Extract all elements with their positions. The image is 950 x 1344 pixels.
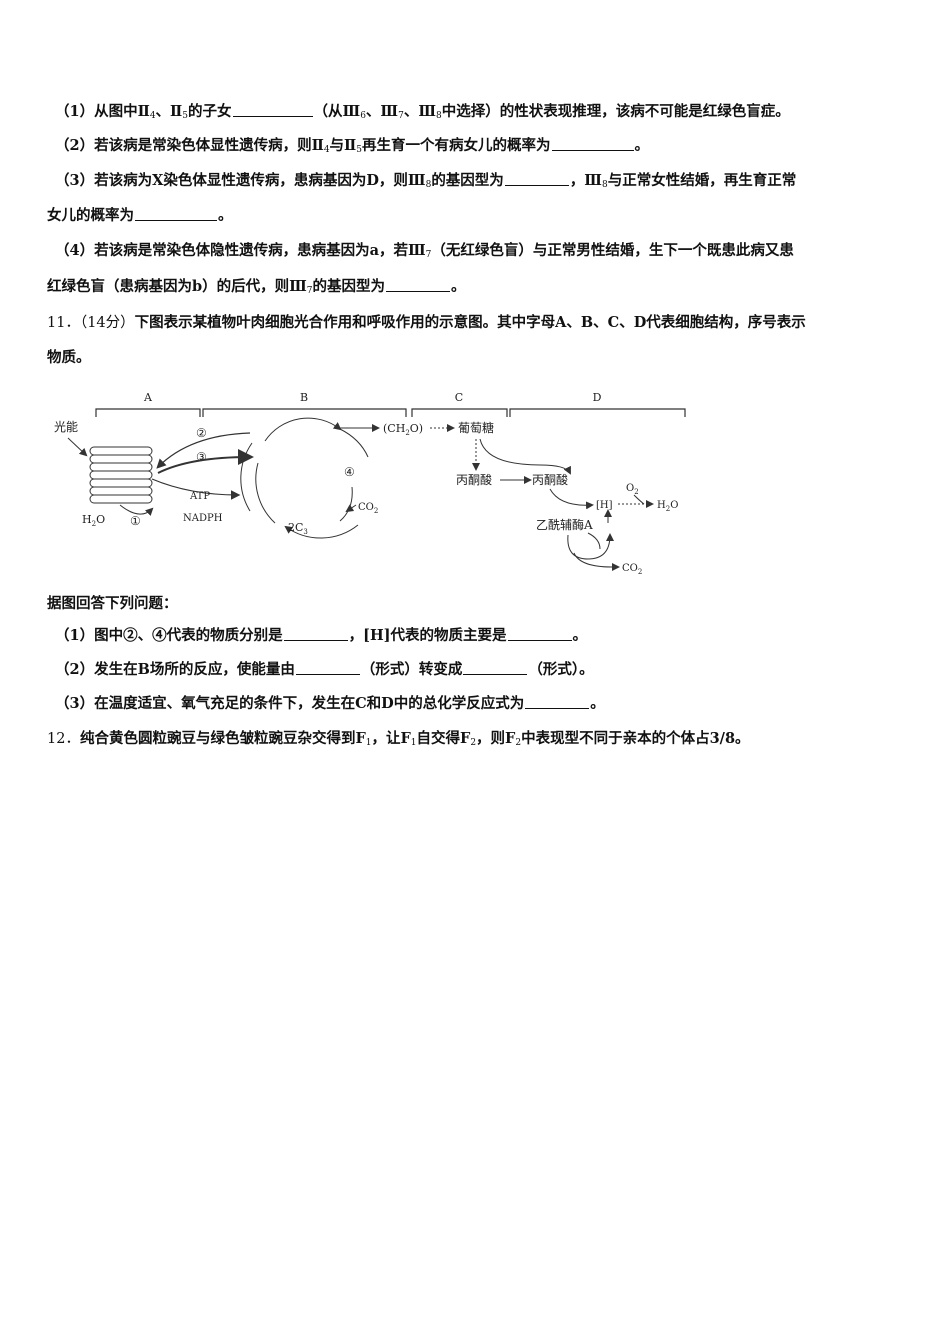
answer-blank[interactable] — [463, 661, 528, 675]
h-label: [H] — [596, 500, 613, 511]
q10-part4-cont: 红绿色盲（患病基因为b）的后代，则Ⅲ7的基因型为。 — [47, 278, 466, 296]
q10-part3: （3）若该病为X染色体显性遗传病，患病基因为D，则Ⅲ8的基因型为，Ⅲ8与正常女性… — [55, 172, 797, 190]
q10-part1: （1）从图中Ⅱ4、Ⅱ5的子女（从Ⅲ6、Ⅲ7、Ⅲ8中选择）的性状表现推理，该病不可… — [55, 103, 790, 121]
q11-part1: （1）图中②、④代表的物质分别是，[H]代表的物质主要是。 — [55, 627, 588, 644]
atp-label: ATP — [189, 491, 210, 502]
co2-product-label: CO2 — [622, 563, 642, 575]
water-product-label: H2O — [657, 500, 678, 513]
thylakoid-stack — [89, 446, 153, 504]
light-energy-label: 光能 — [54, 420, 78, 434]
answer-blank[interactable] — [507, 627, 572, 641]
q11-stem: 11．（14分）下图表示某植物叶肉细胞光合作用和呼吸作用的示意图。其中字母A、B… — [47, 314, 806, 331]
glucose-label: 葡萄糖 — [458, 420, 494, 435]
answer-blank[interactable] — [525, 695, 590, 709]
q11-part2: （2）发生在B场所的反应，使能量由（形式）转变成（形式）。 — [55, 661, 594, 678]
label-C: C — [455, 391, 463, 404]
answer-blank[interactable] — [232, 103, 313, 117]
answer-blank[interactable] — [504, 172, 569, 186]
answer-blank[interactable] — [551, 137, 634, 151]
label-D: D — [593, 391, 602, 404]
q11-stem-cont: 物质。 — [47, 349, 91, 366]
substance-3: ③ — [196, 450, 207, 464]
o2-label: O2 — [626, 483, 639, 496]
c3-label: 2C3 — [288, 521, 308, 536]
ch2o-label: (CH2O) — [383, 422, 423, 437]
q11-intro: 据图回答下列问题： — [47, 595, 178, 612]
acetyl-coa-label: 乙酰辅酶A — [536, 517, 593, 532]
pyruvate-label-2: 丙酮酸 — [532, 472, 568, 487]
answer-blank[interactable] — [386, 278, 451, 292]
q10-part2: （2）若该病是常染色体显性遗传病，则Ⅱ4与Ⅱ5再生育一个有病女儿的概率为。 — [55, 137, 650, 155]
pyruvate-label-1: 丙酮酸 — [456, 472, 492, 487]
answer-blank[interactable] — [135, 207, 217, 221]
q10-part3-cont: 女儿的概率为。 — [47, 207, 233, 224]
q10-part4: （4）若该病是常染色体隐性遗传病，患病基因为a，若Ⅲ7（无红绿色盲）与正常男性结… — [55, 242, 794, 260]
photosynthesis-respiration-diagram: A B C D 光能 H2O ① ② ③ ATP NADPH ④ 2C3 CO2… — [54, 391, 686, 575]
label-B: B — [300, 391, 308, 404]
q11-part3: （3）在温度适宜、氧气充足的条件下，发生在C和D中的总化学反应式为。 — [55, 695, 605, 712]
water-label: H2O — [82, 513, 105, 528]
co2-label: CO2 — [358, 502, 378, 515]
substance-1: ① — [130, 514, 141, 528]
answer-blank[interactable] — [283, 627, 348, 641]
label-A: A — [143, 391, 153, 404]
q12-stem: 12．纯合黄色圆粒豌豆与绿色皱粒豌豆杂交得到F1，让F1自交得F2，则F2中表现… — [47, 730, 750, 748]
substance-4: ④ — [344, 465, 355, 479]
nadph-label: NADPH — [183, 513, 223, 524]
substance-2: ② — [196, 426, 207, 440]
answer-blank[interactable] — [295, 661, 360, 675]
